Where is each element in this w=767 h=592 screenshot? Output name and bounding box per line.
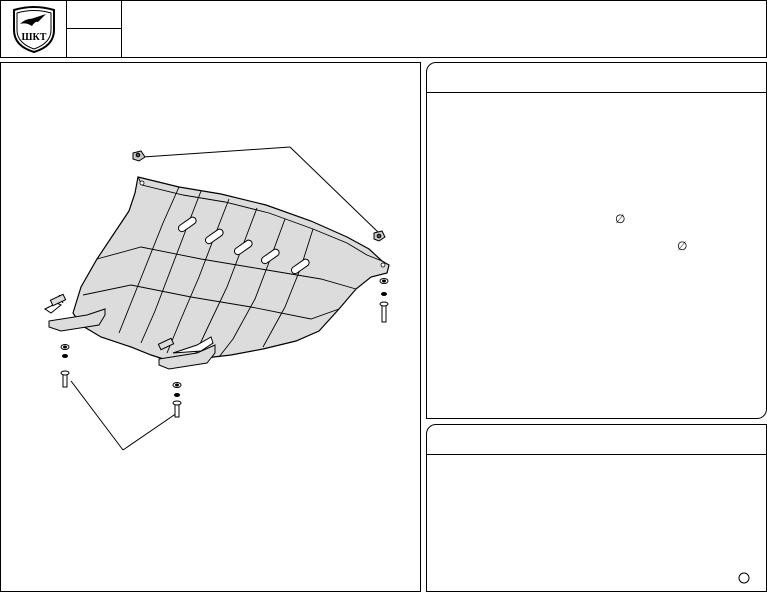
title-block: ШКТ	[0, 0, 767, 58]
shield-emblem-icon: ШКТ	[13, 6, 55, 54]
skid-plate	[72, 176, 390, 364]
skid-plate-drawing	[44, 146, 390, 451]
assembly-drawing-panel	[0, 62, 421, 592]
kit-contents-panel	[426, 424, 767, 592]
leader-lines	[70, 146, 380, 451]
diameter-symbol: ∅	[677, 239, 688, 253]
code-cell-bottom	[67, 29, 122, 57]
instructions-header	[427, 63, 766, 93]
diameter-symbol: ∅	[615, 212, 626, 226]
title-cell	[122, 1, 766, 57]
kit-contents-header	[427, 425, 766, 455]
instructions-panel: ∅ ∅	[426, 62, 767, 419]
svg-text:ШКТ: ШКТ	[22, 32, 47, 43]
mounting-clips	[132, 150, 386, 242]
logo-cell: ШКТ	[1, 1, 67, 57]
front-brackets	[44, 293, 216, 370]
fasteners	[60, 278, 389, 418]
code-cell-top	[67, 1, 122, 29]
circle-icon	[738, 572, 750, 584]
